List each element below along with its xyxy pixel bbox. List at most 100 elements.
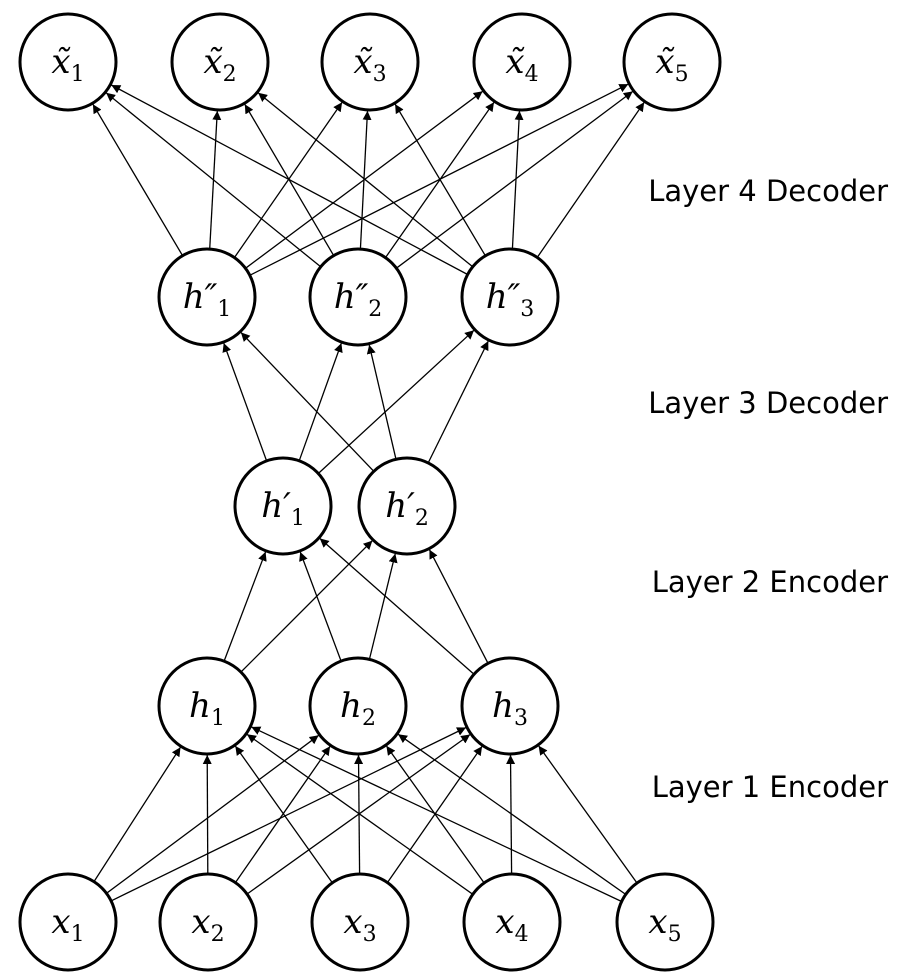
node-x3: x3 xyxy=(310,872,410,972)
edge-hpp1-to-xt3 xyxy=(233,101,343,258)
edge-x3-to-h2 xyxy=(354,754,364,875)
node-label: x̃2 xyxy=(203,42,236,87)
node-label: x2 xyxy=(191,902,224,947)
node-xt5: x̃5 xyxy=(622,12,722,112)
node-hpp1: h″1 xyxy=(157,247,257,347)
node-label-subscript: 4 xyxy=(525,62,539,87)
edge-hpp3-to-xt3 xyxy=(394,103,486,257)
edge-hp2-to-hpp1 xyxy=(240,331,375,472)
node-circle xyxy=(233,456,333,556)
node-label-base: h″ xyxy=(486,277,521,317)
node-label-base: x xyxy=(495,902,514,942)
node-label: x̃5 xyxy=(655,42,688,87)
node-label-subscript: 3 xyxy=(373,62,387,87)
node-label-base: x̃ xyxy=(203,42,223,82)
node-label: x1 xyxy=(51,902,84,947)
node-label-base: x xyxy=(343,902,362,942)
node-label-base: x xyxy=(191,902,210,942)
node-label: h″3 xyxy=(486,277,535,322)
edge-h1-to-hp1 xyxy=(223,551,267,662)
node-label-subscript: 1 xyxy=(71,62,85,87)
node-h1: h1 xyxy=(157,656,257,756)
node-label-subscript: 1 xyxy=(71,922,85,947)
node-circle xyxy=(472,12,572,112)
node-label-subscript: 1 xyxy=(211,706,225,731)
node-x5: x5 xyxy=(615,872,715,972)
node-label-subscript: 4 xyxy=(515,922,529,947)
node-label-base: h′ xyxy=(385,486,415,526)
edge-x3-to-h1 xyxy=(234,745,333,884)
edge-h2-to-hp2 xyxy=(368,553,398,660)
node-circle xyxy=(320,12,420,112)
node-circle xyxy=(460,656,560,756)
node-xt3: x̃3 xyxy=(320,12,420,112)
edge-hp1-to-hpp2 xyxy=(298,342,343,462)
edge-x4-to-h2 xyxy=(385,745,485,884)
node-label-base: x xyxy=(648,902,667,942)
node-label-base: h xyxy=(340,686,362,726)
node-circle xyxy=(310,872,410,972)
node-label-base: x̃ xyxy=(655,42,675,82)
node-label: h″1 xyxy=(183,277,232,322)
node-label-subscript: 3 xyxy=(520,297,534,322)
node-label-subscript: 2 xyxy=(368,297,382,322)
layer-label-hp: Layer 2 Encoder xyxy=(652,565,888,599)
edge-x1-to-h2 xyxy=(106,734,320,894)
node-label-subscript: 3 xyxy=(363,922,377,947)
edge-h1-to-hp2 xyxy=(240,540,373,673)
layer-label-hpp: Layer 3 Decoder xyxy=(648,386,888,420)
node-label-subscript: 2 xyxy=(223,62,237,87)
node-circle xyxy=(357,456,457,556)
node-label-base: h″ xyxy=(183,277,218,317)
node-label-base: h xyxy=(492,686,514,726)
node-h3: h3 xyxy=(460,656,560,756)
layer-label-xt: Layer 4 Decoder xyxy=(648,174,888,208)
node-circle xyxy=(308,656,408,756)
node-x2: x2 xyxy=(158,872,258,972)
node-label-base: x̃ xyxy=(51,42,71,82)
node-h2: h2 xyxy=(308,656,408,756)
node-circle xyxy=(18,12,118,112)
node-hp2: h′2 xyxy=(357,456,457,556)
edge-hpp1-to-xt5 xyxy=(249,83,629,276)
node-label: h″2 xyxy=(334,277,383,322)
edge-x5-to-h2 xyxy=(397,733,627,895)
node-circle xyxy=(157,247,257,347)
edge-x5-to-h1 xyxy=(251,726,622,903)
edge-x4-to-h1 xyxy=(246,733,474,895)
node-circle xyxy=(462,872,562,972)
edge-x2-to-h2 xyxy=(234,745,331,883)
edge-x1-to-h1 xyxy=(93,746,182,882)
edge-x2-to-h1 xyxy=(202,754,212,875)
edge-hpp3-to-xt5 xyxy=(536,101,645,258)
connections xyxy=(92,83,645,903)
edge-x5-to-h3 xyxy=(538,745,638,884)
node-xt4: x̃4 xyxy=(472,12,572,112)
edge-hpp3-to-xt1 xyxy=(110,84,468,276)
node-x4: x4 xyxy=(462,872,562,972)
node-label-base: h′ xyxy=(261,486,291,526)
node-label-subscript: 5 xyxy=(668,922,682,947)
node-label: h3 xyxy=(492,686,528,731)
edge-hpp3-to-xt4 xyxy=(511,110,524,250)
node-xt2: x̃2 xyxy=(170,12,270,112)
edge-hp2-to-hpp2 xyxy=(366,344,397,460)
edge-h2-to-hp1 xyxy=(299,551,342,662)
node-x1: x1 xyxy=(18,872,118,972)
node-label-base: x̃ xyxy=(353,42,373,82)
node-label-subscript: 5 xyxy=(675,62,689,87)
node-label-base: h″ xyxy=(334,277,369,317)
node-label-subscript: 3 xyxy=(514,706,528,731)
node-label-subscript: 2 xyxy=(415,506,429,531)
node-hpp3: h″3 xyxy=(460,247,560,347)
node-label: x5 xyxy=(648,902,681,947)
node-label-subscript: 1 xyxy=(291,506,305,531)
node-circle xyxy=(158,872,258,972)
edge-h3-to-hp1 xyxy=(319,537,475,675)
node-circle xyxy=(460,247,560,347)
node-circle xyxy=(622,12,722,112)
edge-hpp2-to-xt5 xyxy=(396,90,634,269)
node-circle xyxy=(170,12,270,112)
edge-h3-to-hp2 xyxy=(428,549,489,664)
